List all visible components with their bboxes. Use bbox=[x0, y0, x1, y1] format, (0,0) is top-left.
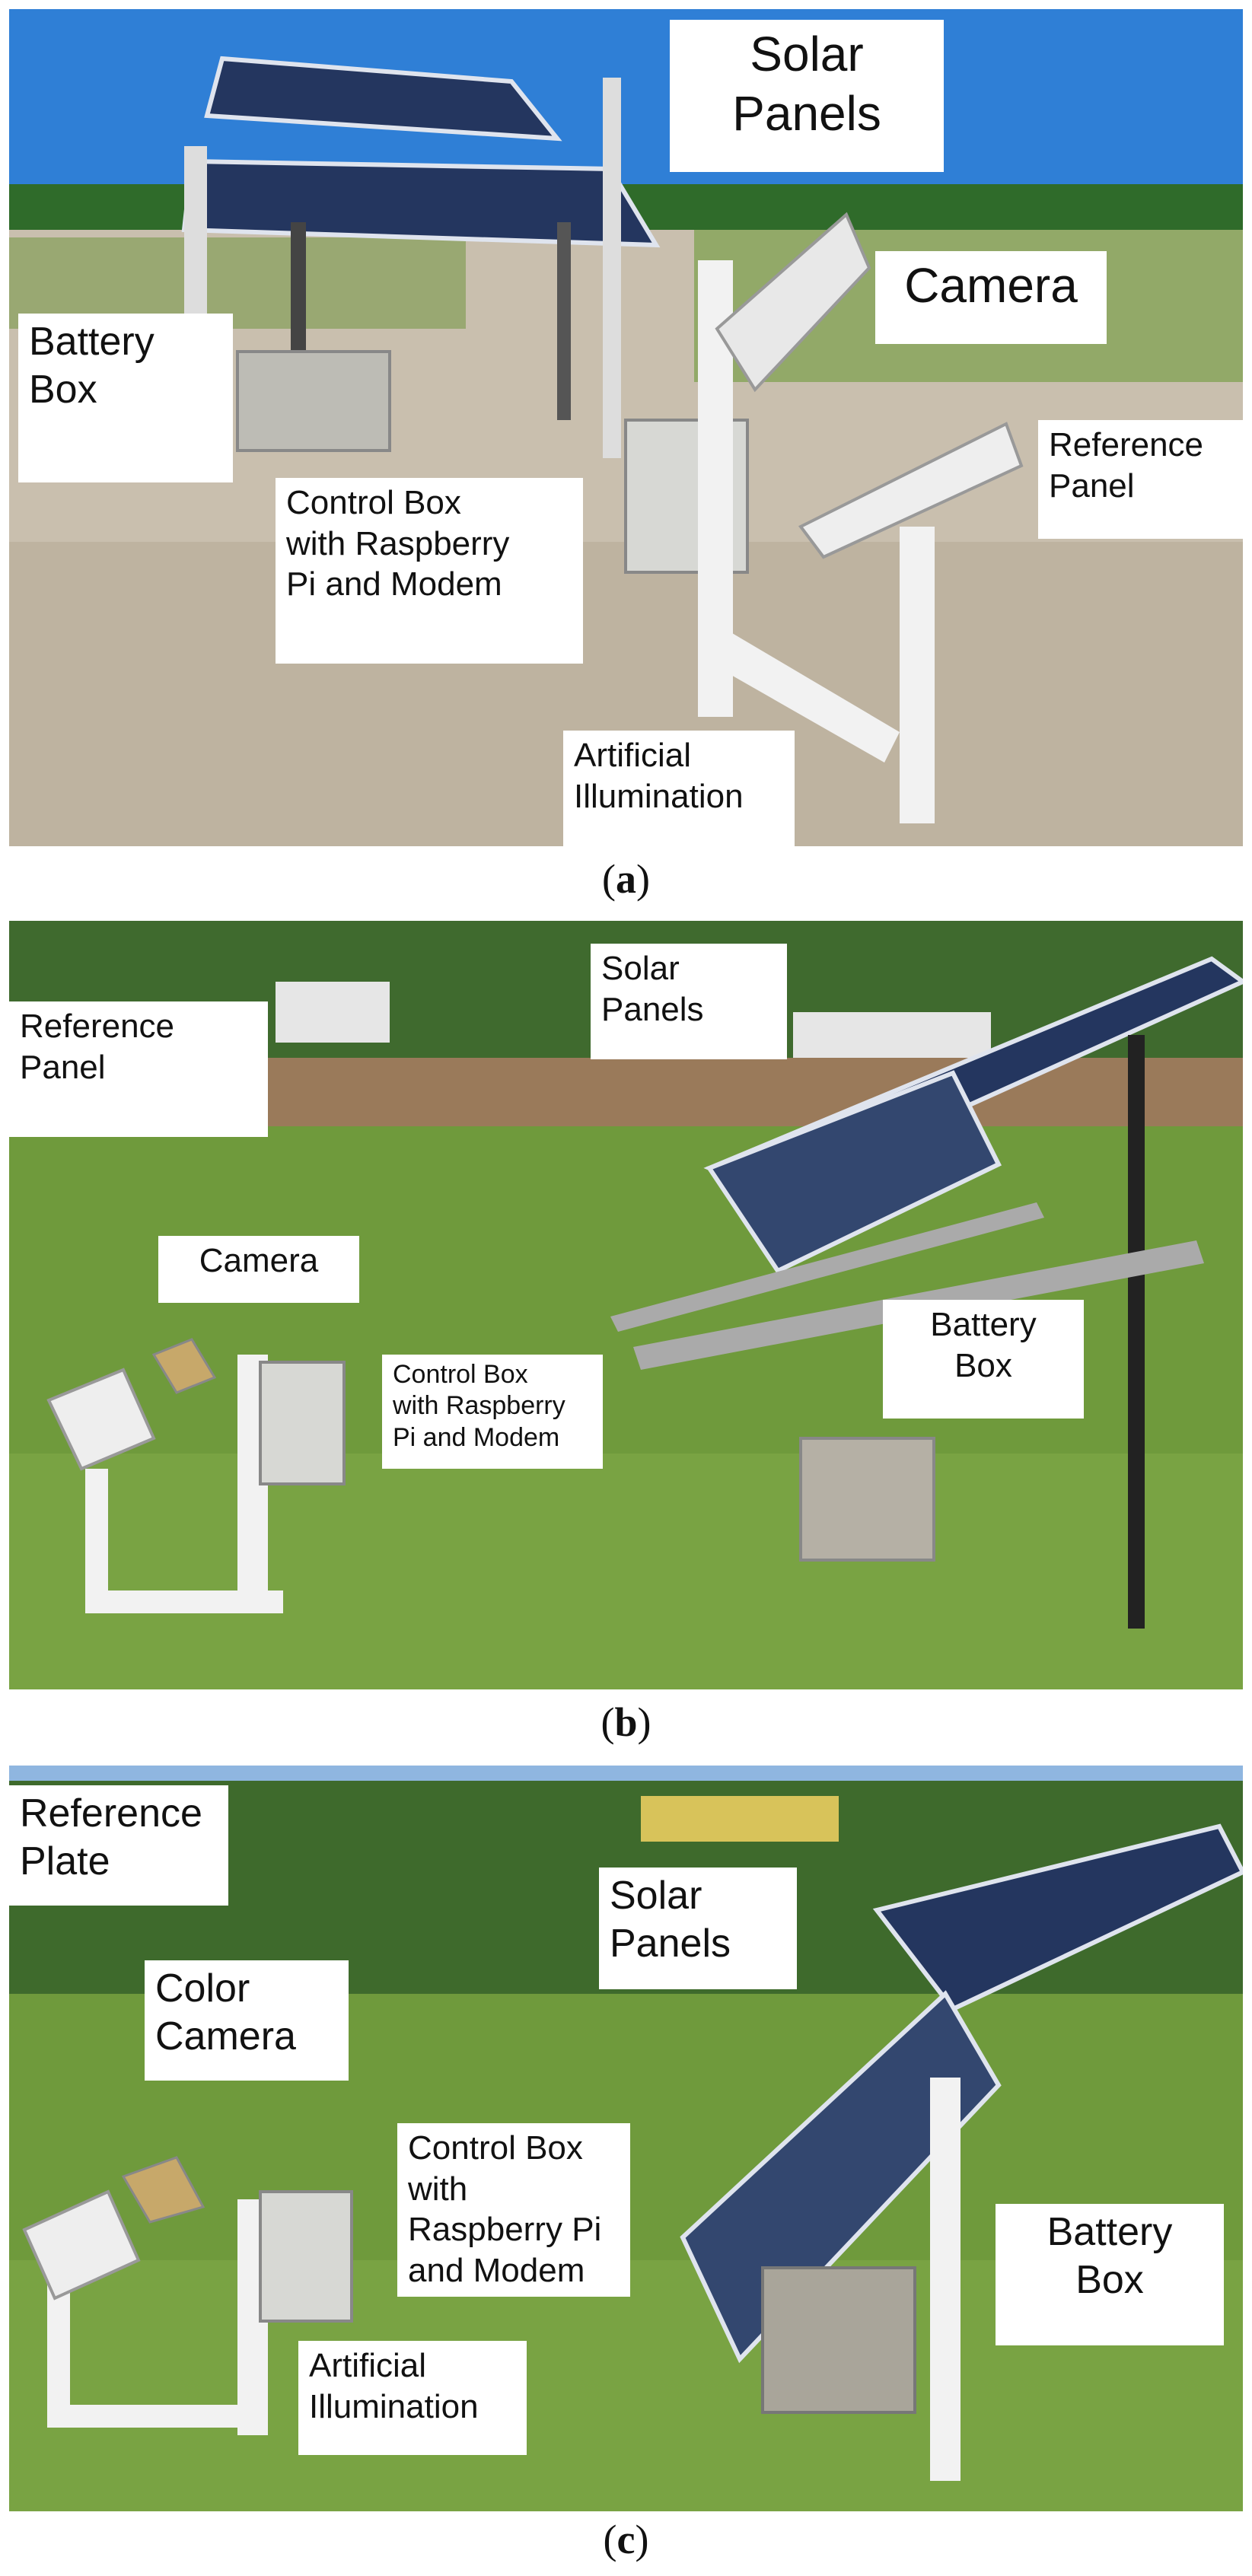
photo-panel-b: Solar Panels Reference Panel Camera Batt… bbox=[9, 921, 1243, 1689]
label-color-camera: Color Camera bbox=[145, 1960, 349, 2081]
label-reference-panel-text: Reference Panel bbox=[20, 1008, 175, 1086]
label-solar-panels-text: Solar Panels bbox=[732, 27, 881, 142]
label-control-box: Control Box with Raspberry Pi and Modem bbox=[382, 1355, 603, 1469]
label-battery-box: Battery Box bbox=[883, 1300, 1084, 1419]
label-battery-box: Battery Box bbox=[18, 314, 233, 482]
label-camera-text: Camera bbox=[199, 1242, 319, 1279]
caption-c-letter: c bbox=[616, 2517, 636, 2562]
label-control-box-text: Control Box with Raspberry Pi and Modem bbox=[393, 1360, 565, 1452]
label-battery-box: Battery Box bbox=[996, 2204, 1224, 2345]
label-solar-panels-text: Solar Panels bbox=[601, 950, 704, 1028]
label-control-box: Control Box with Raspberry Pi and Modem bbox=[397, 2123, 630, 2297]
label-artificial-illumination: Artificial Illumination bbox=[298, 2341, 527, 2455]
label-camera: Camera bbox=[875, 251, 1107, 344]
caption-a-letter: a bbox=[616, 856, 636, 902]
label-solar-panels: Solar Panels bbox=[591, 944, 787, 1059]
caption-b: (b) bbox=[0, 1699, 1252, 1746]
label-battery-box-text: Battery Box bbox=[930, 1306, 1037, 1384]
label-reference-panel: Reference Panel bbox=[1038, 420, 1243, 539]
caption-b-letter: b bbox=[614, 1699, 638, 1745]
label-color-camera-text: Color Camera bbox=[155, 1966, 296, 2059]
caption-a-close: ) bbox=[636, 856, 650, 902]
label-camera-text: Camera bbox=[904, 258, 1078, 313]
photo-panel-c: Reference Plate Solar Panels Color Camer… bbox=[9, 1766, 1243, 2511]
caption-b-close: ) bbox=[637, 1699, 651, 1745]
label-reference-panel-text: Reference Panel bbox=[1049, 426, 1204, 505]
label-camera: Camera bbox=[158, 1236, 359, 1303]
label-artificial-illumination: Artificial Illumination bbox=[563, 731, 795, 846]
caption-a-open: ( bbox=[602, 856, 616, 902]
label-solar-panels-text: Solar Panels bbox=[610, 1874, 731, 1966]
label-artificial-illumination-text: Artificial Illumination bbox=[309, 2347, 479, 2425]
label-control-box: Control Box with Raspberry Pi and Modem bbox=[276, 478, 583, 664]
label-control-box-text: Control Box with Raspberry Pi and Modem bbox=[286, 484, 510, 603]
label-control-box-text: Control Box with Raspberry Pi and Modem bbox=[408, 2129, 602, 2290]
caption-c-open: ( bbox=[603, 2517, 617, 2562]
label-reference-plate: Reference Plate bbox=[9, 1785, 228, 1906]
label-battery-box-text: Battery Box bbox=[29, 320, 155, 412]
caption-c: (c) bbox=[0, 2516, 1252, 2563]
caption-b-open: ( bbox=[601, 1699, 615, 1745]
caption-c-close: ) bbox=[635, 2517, 649, 2562]
label-solar-panels: Solar Panels bbox=[670, 20, 944, 172]
caption-a: (a) bbox=[0, 855, 1252, 903]
photo-panel-a: Solar Panels Camera Battery Box Referenc… bbox=[9, 9, 1243, 846]
label-reference-panel: Reference Panel bbox=[9, 1001, 268, 1137]
label-battery-box-text: Battery Box bbox=[1047, 2210, 1173, 2303]
label-artificial-illumination-text: Artificial Illumination bbox=[574, 737, 744, 815]
label-solar-panels: Solar Panels bbox=[599, 1868, 797, 1989]
label-reference-plate-text: Reference Plate bbox=[20, 1791, 202, 1884]
